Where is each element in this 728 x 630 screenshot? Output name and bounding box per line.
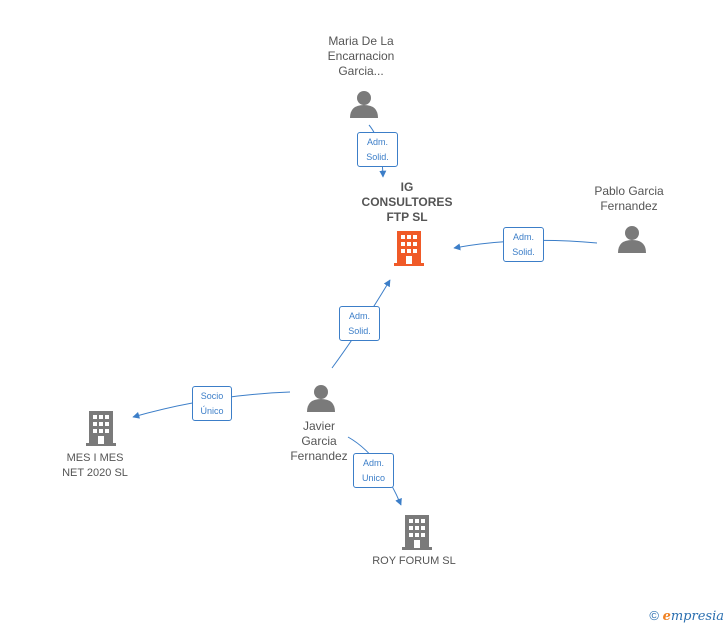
building-icon-royforum[interactable]: [402, 515, 432, 550]
person-icon-javier[interactable]: [307, 385, 335, 412]
node-label-pablo[interactable]: Pablo Garcia Fernandez: [594, 184, 664, 213]
edge-label-javier-ig[interactable]: Adm. Solid.: [339, 306, 380, 341]
edge-label-pablo-ig[interactable]: Adm. Solid.: [503, 227, 544, 262]
node-label-mesimes[interactable]: MES I MES NET 2020 SL: [62, 452, 128, 479]
building-icon-mesimes[interactable]: [86, 411, 116, 446]
edge-label-maria-ig[interactable]: Adm. Solid.: [357, 132, 398, 167]
node-label-javier[interactable]: Javier Garcia Fernandez: [290, 419, 348, 463]
edge-label-javier-mesimes[interactable]: Socio Único: [192, 386, 232, 421]
node-label-maria[interactable]: Maria De La Encarnacion Garcia...: [327, 34, 395, 78]
person-icon-maria[interactable]: [350, 91, 378, 118]
node-label-ig[interactable]: IG CONSULTORES FTP SL: [361, 180, 453, 224]
empresia-logo[interactable]: empresia: [662, 609, 724, 624]
person-icon-pablo[interactable]: [618, 226, 646, 253]
building-icon-ig[interactable]: [394, 231, 424, 266]
copyright-icon: ©: [649, 608, 659, 623]
footer-brand: © empresia: [649, 608, 724, 624]
node-label-royforum[interactable]: ROY FORUM SL: [372, 555, 456, 567]
edge-label-javier-roy[interactable]: Adm. Unico: [353, 453, 394, 488]
